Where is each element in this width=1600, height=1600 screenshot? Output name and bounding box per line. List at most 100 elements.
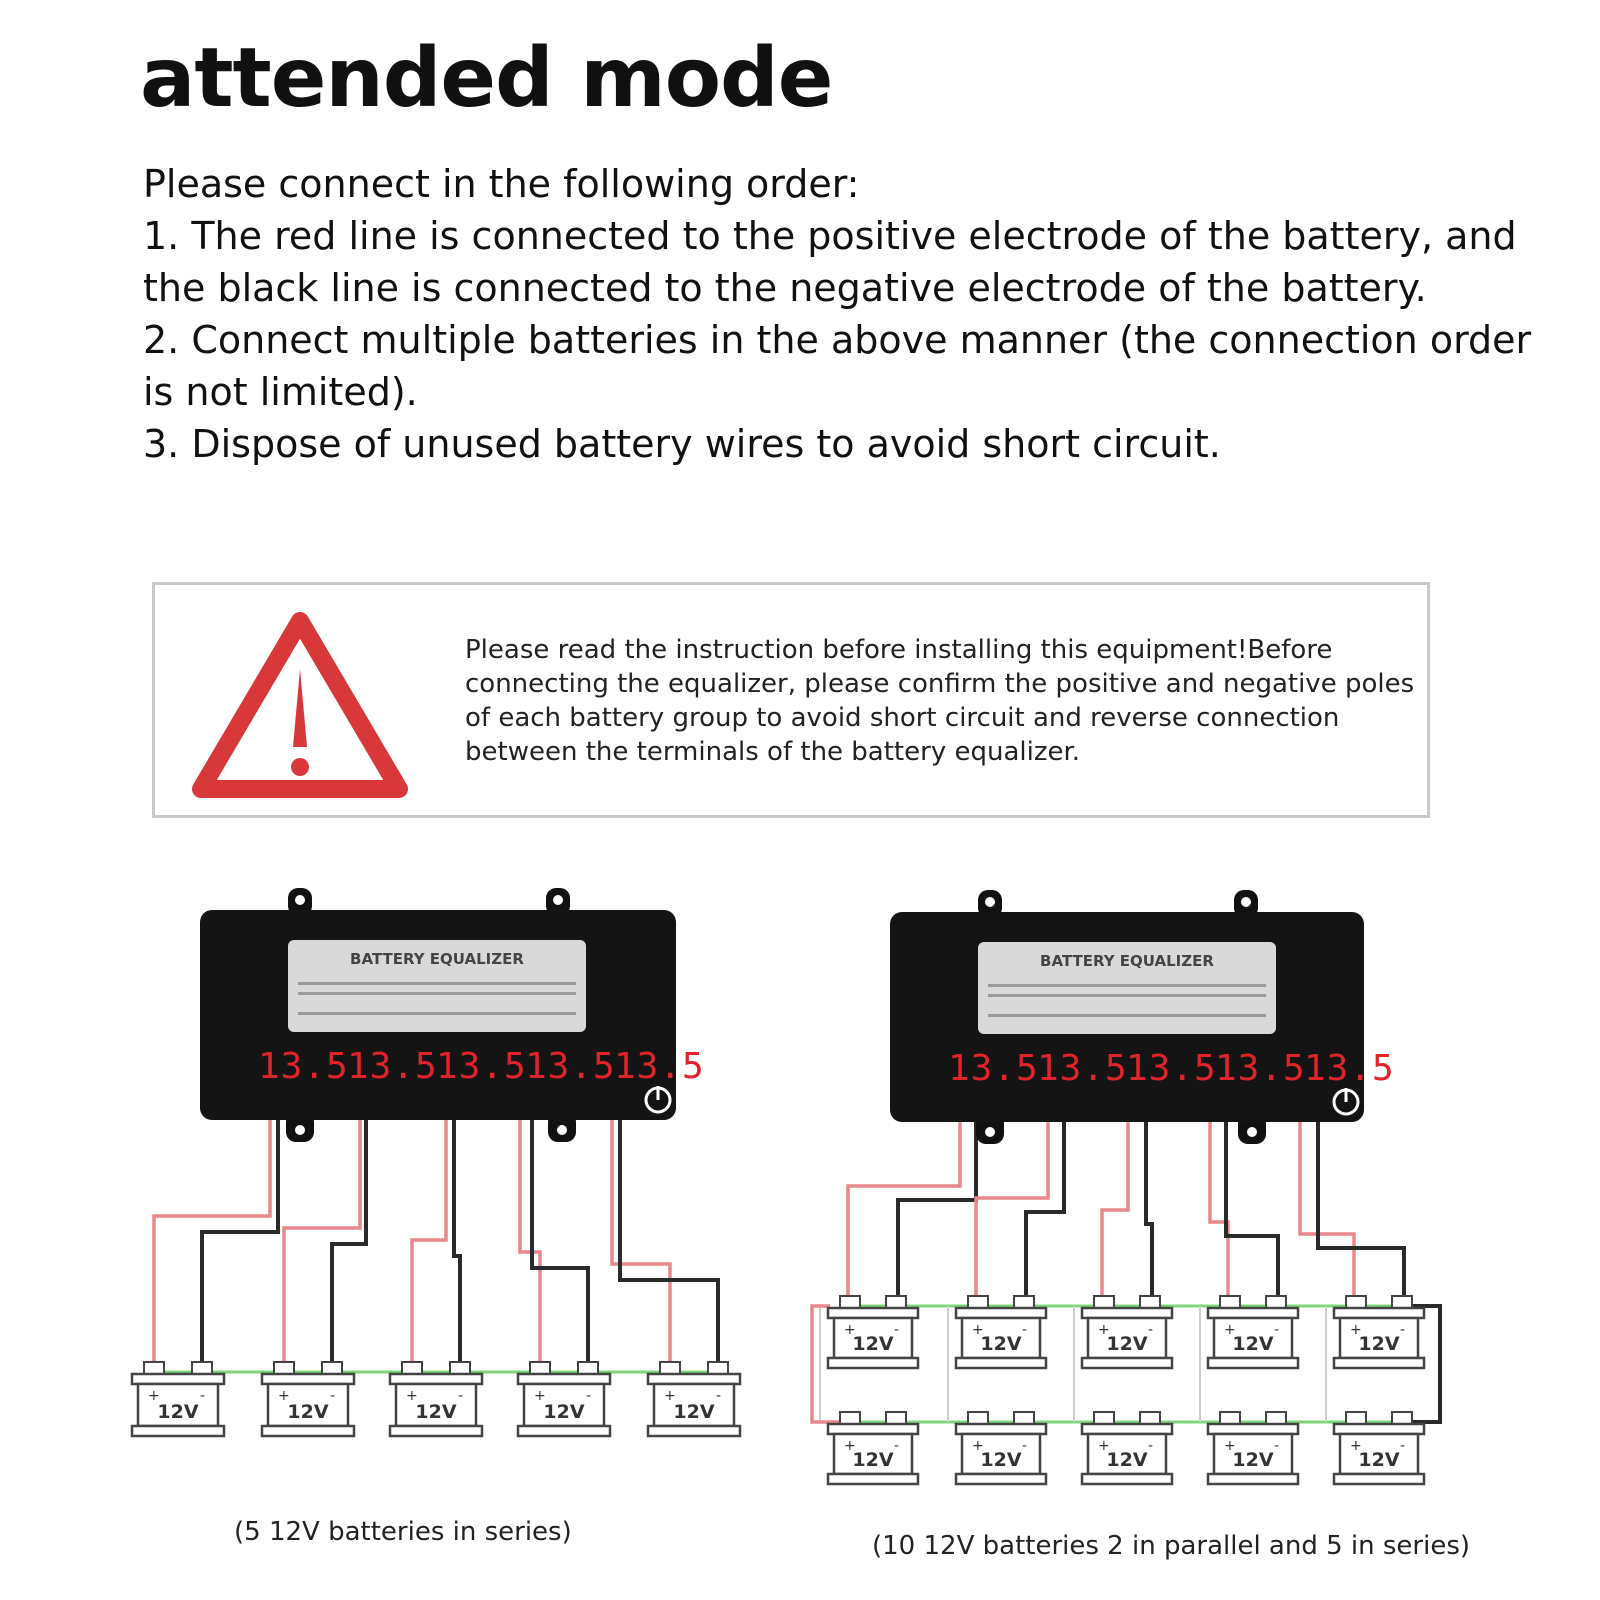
battery-terminal-positive [659, 1361, 681, 1375]
battery-voltage-label: 12V [980, 1333, 1021, 1355]
battery-lid [388, 1372, 484, 1386]
left-battery-3: +-12V [388, 1361, 484, 1438]
battery-terminal-positive [1093, 1411, 1115, 1425]
battery-terminal-negative [449, 1361, 471, 1375]
mount-hole [553, 895, 563, 905]
battery-lid [646, 1372, 742, 1386]
battery-minus-sign: - [894, 1322, 899, 1338]
battery-plus-sign: + [664, 1388, 676, 1404]
battery-body [1086, 1432, 1168, 1476]
battery-body [1338, 1316, 1420, 1360]
battery-body [522, 1382, 606, 1428]
negative-wire [530, 1120, 590, 1368]
battery-lid [1332, 1306, 1426, 1320]
battery-terminal-negative [1265, 1295, 1287, 1309]
battery-terminal-positive [401, 1361, 423, 1375]
instructions: Please connect in the following order: 1… [143, 158, 1543, 470]
battery-terminal-negative [1139, 1411, 1161, 1425]
instruction-step-2: 2. Connect multiple batteries in the abo… [143, 318, 1532, 414]
caption-series: (5 12V batteries in series) [234, 1517, 572, 1547]
power-icon [644, 1086, 672, 1114]
power-icon [1332, 1088, 1360, 1116]
caption-parallel-series: (10 12V batteries 2 in parallel and 5 in… [872, 1531, 1471, 1561]
left-battery-1: +-12V [130, 1361, 226, 1438]
left-battery-5: + -12V [646, 1361, 742, 1438]
mount-hole [985, 1127, 995, 1137]
battery-body [394, 1382, 478, 1428]
right-top-battery-3: +-12V [1080, 1295, 1174, 1370]
label-plate [978, 942, 1276, 1034]
battery-minus-sign: - [1274, 1438, 1279, 1454]
battery-minus-sign: - [330, 1388, 335, 1404]
battery-terminal-negative [1013, 1411, 1035, 1425]
instructions-intro: Please connect in the following order: [143, 162, 860, 206]
positive-wire [410, 1120, 448, 1368]
battery-terminal-positive [1345, 1411, 1367, 1425]
label-plate [288, 940, 586, 1032]
negative-wire [896, 1122, 978, 1300]
mount-hole [985, 897, 995, 907]
battery-plus-sign: + [1350, 1438, 1362, 1454]
battery-voltage-label: 12V [543, 1401, 584, 1423]
battery-voltage-label: 12V [852, 1449, 893, 1471]
battery-lid [1206, 1422, 1300, 1436]
battery-terminal-negative [1391, 1411, 1413, 1425]
battery-terminal-negative [191, 1361, 213, 1375]
battery-plus-sign: + [844, 1438, 856, 1454]
battery-terminal-negative [885, 1295, 907, 1309]
battery-minus-sign: - [1400, 1322, 1405, 1338]
mount-hole [1241, 897, 1251, 907]
parallel-negative-wire [1398, 1304, 1442, 1424]
right-top-battery-1: +-12V [826, 1295, 920, 1370]
battery-terminal-positive [529, 1361, 551, 1375]
instruction-step-1: 1. The red line is connected to the posi… [143, 214, 1517, 310]
right-bottom-battery-5: +-12V [1332, 1411, 1426, 1486]
battery-terminal-positive [839, 1295, 861, 1309]
series-wires [152, 1120, 720, 1374]
parallel-positive-wire [810, 1304, 850, 1424]
label-fine-print [298, 992, 576, 995]
negative-wire [1024, 1122, 1066, 1300]
voltage-display: 13.5 [1126, 1048, 1217, 1089]
battery-lid [1080, 1306, 1174, 1320]
battery-voltage-label: 12V [1232, 1333, 1273, 1355]
battery-lid [130, 1372, 226, 1386]
mount-hole [1247, 1127, 1257, 1137]
battery-plus-sign: + [1224, 1438, 1236, 1454]
warning-triangle-icon [192, 612, 408, 798]
battery-body [832, 1432, 914, 1476]
battery-voltage-label: 12V [415, 1401, 456, 1423]
mount-hole [557, 1125, 567, 1135]
left-battery-4: +-12V [516, 1361, 612, 1438]
negative-wire [618, 1120, 720, 1368]
voltage-display: 13.5 [1304, 1048, 1395, 1089]
battery-terminal-positive [1093, 1295, 1115, 1309]
label-fine-print [988, 1014, 1266, 1017]
battery-minus-sign: - [1274, 1322, 1279, 1338]
battery-plus-sign: + [148, 1388, 160, 1404]
battery-voltage-label: 12V [1106, 1449, 1147, 1471]
battery-lid [826, 1422, 920, 1436]
voltage-display: 13.5 [614, 1046, 705, 1087]
battery-terminal-negative [707, 1361, 729, 1375]
battery-body [832, 1316, 914, 1360]
battery-lid [826, 1306, 920, 1320]
right-top-battery-5: +-12V [1332, 1295, 1426, 1370]
battery-lid [1332, 1422, 1426, 1436]
battery-minus-sign: - [716, 1388, 721, 1404]
battery-minus-sign: - [1400, 1438, 1405, 1454]
battery-base [1332, 1356, 1426, 1370]
battery-body [1212, 1316, 1294, 1360]
battery-base [954, 1472, 1048, 1486]
battery-base [646, 1424, 742, 1438]
battery-base [1332, 1472, 1426, 1486]
battery-plus-sign: + [1350, 1322, 1362, 1338]
right-bottom-battery-2: +-12V [954, 1411, 1048, 1486]
battery-terminal-positive [143, 1361, 165, 1375]
battery-plus-sign: + [972, 1438, 984, 1454]
battery-terminal-positive [839, 1411, 861, 1425]
positive-wire [974, 1122, 1050, 1300]
battery-voltage-label: 12V [673, 1401, 714, 1423]
label-fine-print [988, 994, 1266, 997]
